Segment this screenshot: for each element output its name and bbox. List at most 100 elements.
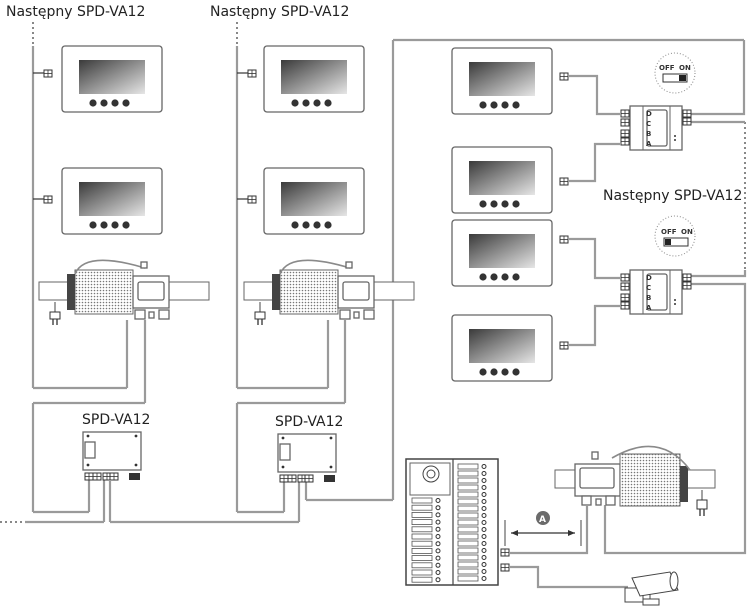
call-button (435, 577, 441, 583)
call-button-label (411, 555, 433, 561)
left-column-wiring (0, 22, 147, 524)
spd-va12-left (83, 432, 141, 480)
svg-text:D: D (646, 110, 652, 118)
monitor-right-4 (451, 314, 553, 382)
label-spd-left: SPD-VA12 (82, 412, 150, 428)
call-button-label (457, 575, 479, 582)
call-button (481, 478, 487, 483)
call-button (481, 555, 487, 560)
distributor-2 (621, 270, 691, 314)
call-button-label (411, 569, 433, 576)
svg-text:A: A (646, 304, 652, 312)
call-button-label (457, 470, 479, 477)
svg-text:ON: ON (679, 64, 691, 72)
svg-text:OFF: OFF (659, 64, 675, 72)
call-button (435, 555, 441, 561)
monitor-left-2 (61, 167, 163, 235)
distributor-1-terminals: D C B A (646, 110, 652, 148)
call-button (435, 548, 441, 554)
power-supply-right (554, 445, 716, 516)
termination-switch-2: OFF ON (654, 215, 696, 257)
call-button (481, 499, 487, 504)
call-button-label (411, 519, 433, 525)
label-next-spd-right: Następny SPD-VA12 (603, 188, 742, 204)
call-button-label (411, 576, 433, 583)
monitor-left-1 (61, 45, 163, 113)
call-button (481, 541, 487, 546)
termination-switch-1: OFF ON (654, 52, 696, 94)
distance-marker: A (504, 511, 582, 546)
svg-text:D: D (646, 274, 652, 282)
switch-knob-on (679, 75, 686, 81)
call-button-label (457, 526, 479, 533)
call-button (481, 569, 487, 574)
svg-text:A: A (539, 515, 546, 525)
svg-text:B: B (646, 294, 651, 302)
call-button-label (457, 568, 479, 575)
call-button (481, 548, 487, 553)
power-supply-middle (243, 259, 415, 326)
call-button (481, 562, 487, 567)
svg-text:OFF: OFF (661, 228, 677, 236)
call-button (435, 519, 441, 525)
call-button-label (457, 491, 479, 498)
monitor-middle-1 (263, 45, 365, 113)
spd-va12-middle (278, 434, 336, 482)
call-button-label (457, 484, 479, 491)
call-button (481, 576, 487, 581)
switch-knob-off (665, 239, 671, 245)
svg-text:B: B (646, 130, 651, 138)
call-button-label (457, 561, 479, 568)
monitor-right-3 (451, 219, 553, 287)
distributor-2-terminals: D C B A (646, 274, 652, 312)
call-button-label (411, 533, 433, 540)
call-button-label (457, 463, 479, 470)
call-button (435, 570, 441, 575)
call-button-label (411, 540, 433, 547)
svg-text:C: C (646, 120, 651, 128)
call-button-label (411, 562, 433, 569)
call-button (481, 520, 487, 525)
call-button-label (457, 540, 479, 547)
svg-text:A: A (646, 140, 652, 148)
call-button (481, 464, 487, 469)
call-button (481, 513, 487, 518)
call-button-label (457, 512, 479, 519)
call-button (481, 506, 487, 511)
call-button (435, 498, 441, 503)
call-button (435, 541, 441, 547)
label-next-spd-middle: Następny SPD-VA12 (210, 4, 349, 20)
distributor-1 (621, 106, 691, 150)
call-button (435, 512, 441, 518)
call-button (435, 526, 441, 532)
call-button (435, 562, 441, 568)
call-button (481, 492, 487, 497)
call-button-label (411, 497, 433, 504)
call-button-label (457, 505, 479, 512)
call-button-label (457, 498, 479, 505)
call-button-label (457, 547, 479, 554)
call-button (481, 534, 487, 539)
call-button-label (457, 554, 479, 561)
label-next-spd-left: Następny SPD-VA12 (6, 4, 145, 20)
right-section-wiring (559, 40, 747, 555)
monitor-middle-2 (263, 167, 365, 235)
camera-icon (624, 571, 679, 606)
monitor-right-2 (451, 146, 553, 214)
call-button (481, 485, 487, 490)
door-panel (405, 458, 499, 586)
call-button (481, 527, 487, 532)
svg-text:ON: ON (681, 228, 693, 236)
call-button-label (411, 504, 433, 511)
call-button-label (457, 533, 479, 540)
middle-column-wiring (108, 22, 744, 524)
call-button (435, 505, 441, 511)
call-button-label (457, 519, 479, 526)
monitor-right-1 (451, 47, 553, 115)
call-button (435, 534, 441, 539)
power-supply-left (38, 259, 210, 326)
call-button (481, 471, 487, 476)
call-button-label (411, 512, 433, 518)
label-spd-middle: SPD-VA12 (275, 414, 343, 430)
